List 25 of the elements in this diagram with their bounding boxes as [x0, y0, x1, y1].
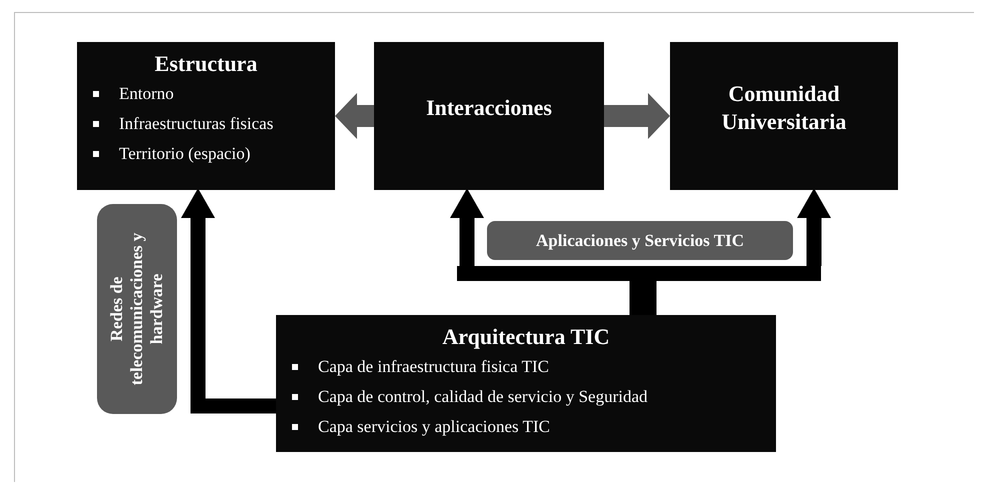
- community-box: [670, 42, 898, 190]
- block-arrow: [181, 188, 276, 414]
- connector-bar: [457, 266, 821, 281]
- box-label: Aplicaciones y Servicios TIC: [536, 230, 744, 252]
- structure-box: [77, 42, 335, 190]
- box-title: Arquitectura TIC: [442, 323, 610, 351]
- bullet-text: Infraestructuras fisicas: [119, 113, 274, 135]
- connector-line: [630, 281, 656, 315]
- box-title: Interacciones: [426, 94, 552, 122]
- bullet-text: Capa servicios y aplicaciones TIC: [318, 416, 550, 438]
- box-title: Comunidad Universitaria: [720, 80, 848, 136]
- block-arrow: [335, 93, 374, 139]
- bullet-text: Capa de infraestructura fisica TIC: [318, 356, 549, 378]
- services-box: [487, 221, 793, 260]
- bullet-text: Capa de control, calidad de servicio y Seguridad: [318, 386, 648, 408]
- block-arrow: [797, 188, 831, 266]
- block-arrow: [604, 93, 670, 139]
- architecture-box: [276, 315, 776, 452]
- interactions-box: [374, 42, 604, 190]
- bullet-text: Territorio (espacio): [119, 143, 250, 165]
- bullet-text: Entorno: [119, 83, 174, 105]
- box-title: Estructura: [154, 50, 258, 78]
- network-box: [97, 204, 177, 414]
- block-arrow: [450, 188, 484, 266]
- vertical-label: Redes de telecomunicaciones y hardware: [107, 232, 167, 388]
